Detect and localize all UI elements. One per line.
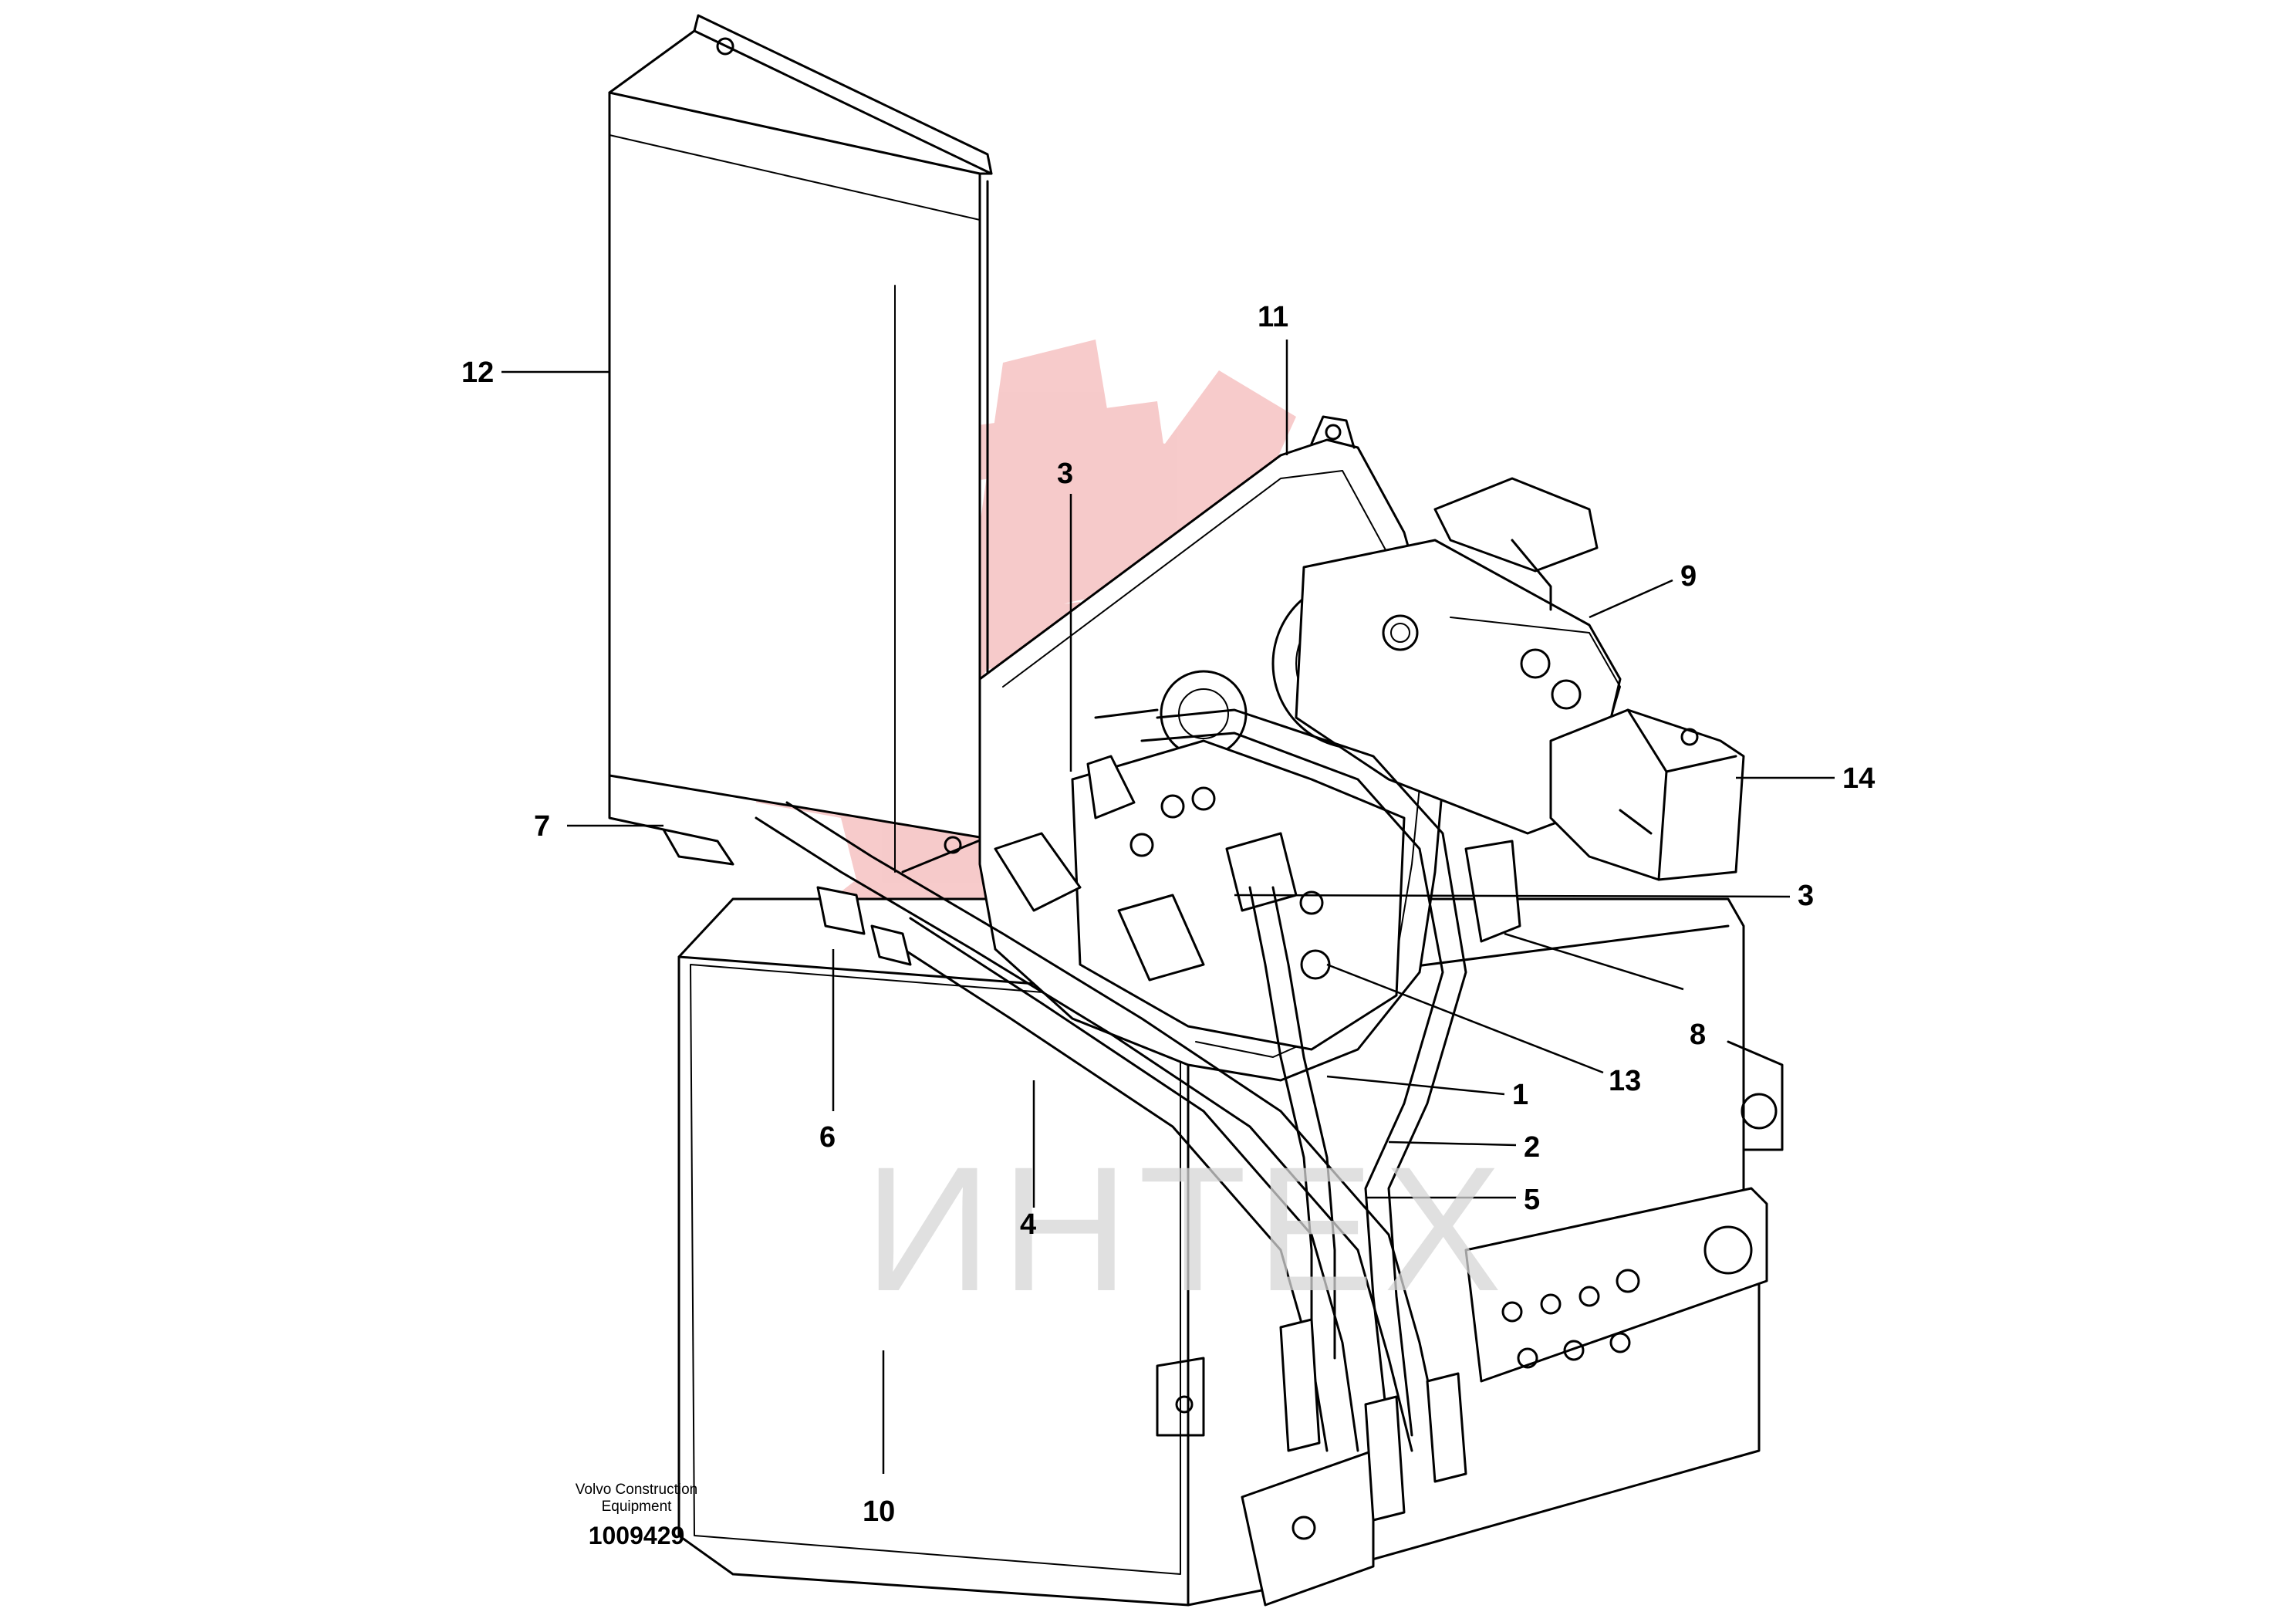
credit-company: Volvo Construction — [575, 1482, 698, 1498]
callout-14: 14 — [1842, 762, 1876, 795]
hydraulic-manifold — [1241, 1187, 1768, 1607]
callout-2: 2 — [1524, 1131, 1541, 1164]
watermark-text: ИНТЕХ — [864, 1130, 1511, 1328]
solenoid-valve — [1549, 708, 1745, 881]
callout-4: 4 — [1020, 1208, 1037, 1241]
credit-block: Volvo Construction Equipment 1009429 — [548, 1482, 725, 1549]
callout-13: 13 — [1609, 1065, 1642, 1097]
drawing-number: 1009429 — [588, 1522, 685, 1549]
hydraulic-tank — [677, 897, 1784, 1607]
callout-11: 11 — [1258, 301, 1289, 333]
callout-8: 8 — [1690, 1019, 1707, 1051]
credit-company-line2: Equipment — [601, 1499, 672, 1515]
callout-12: 12 — [461, 357, 495, 389]
callout-3-upper: 3 — [1057, 458, 1074, 490]
oil-cooler — [608, 14, 993, 874]
hydraulic-hoses — [755, 708, 1521, 1522]
callout-9: 9 — [1680, 560, 1697, 593]
callout-6: 6 — [819, 1121, 836, 1154]
callout-1: 1 — [1512, 1079, 1529, 1111]
callout-7: 7 — [534, 810, 551, 843]
callout-10: 10 — [863, 1495, 896, 1528]
hose-fittings — [662, 828, 912, 966]
leader-lines — [501, 340, 1835, 1474]
callout-3-lower: 3 — [1798, 880, 1815, 912]
callout-5: 5 — [1524, 1184, 1541, 1216]
